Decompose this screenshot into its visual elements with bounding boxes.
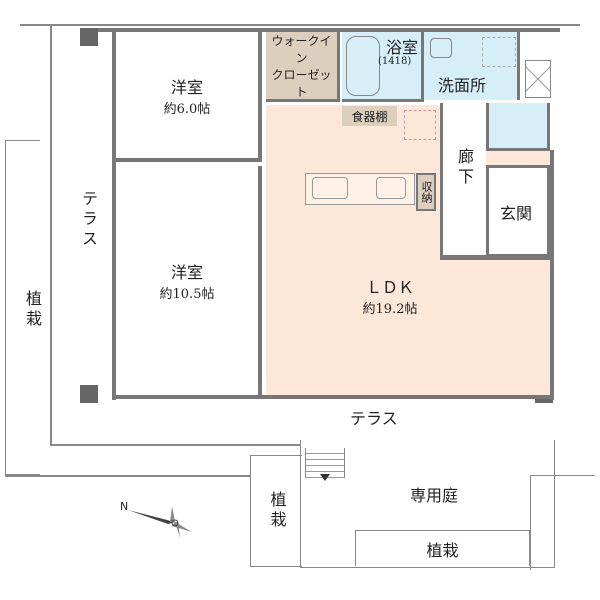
bathtub-icon xyxy=(346,36,380,96)
room-size: 約6.0帖 xyxy=(163,101,211,117)
outer-wall-right xyxy=(550,150,554,400)
room-size: 約10.5帖 xyxy=(159,287,215,302)
planting-left-label: 植栽 xyxy=(23,290,42,330)
garden-right-step xyxy=(530,475,595,570)
sink-icon xyxy=(312,177,348,199)
garden-label: 専用庭 xyxy=(410,486,459,505)
planting-bottom-boundary xyxy=(5,475,250,477)
room-name: ＬＤＫ xyxy=(365,277,414,297)
sink-icon xyxy=(430,38,452,58)
bath-size: (1418) xyxy=(378,56,412,67)
western-room-10-5: 洋室 約10.5帖 xyxy=(116,166,262,395)
outer-wall-bottom xyxy=(112,395,552,399)
hallway-label: 廊下 xyxy=(455,148,474,188)
bathroom: 浴室 (1418) xyxy=(342,32,424,102)
ldk-label: ＬＤＫ 約19.2帖 xyxy=(330,270,450,320)
stove-icon xyxy=(376,177,406,199)
pillar xyxy=(80,385,98,403)
compass-icon: N xyxy=(120,500,200,540)
outer-wall-left xyxy=(112,28,116,400)
outer-wall-top xyxy=(80,28,560,32)
closet-label: クローゼット xyxy=(271,67,332,99)
entrance xyxy=(486,165,550,257)
planting-bottom: 植栽 xyxy=(355,530,530,566)
cupboard: 食器棚 xyxy=(342,106,397,126)
hallway xyxy=(440,103,486,255)
room-name: 洋室 xyxy=(170,77,203,97)
washer-space-icon xyxy=(482,37,516,67)
garden-boundary xyxy=(300,440,555,568)
planting-left-boundary xyxy=(5,140,40,475)
closet-label: ウォークイン xyxy=(271,33,332,65)
washroom: 洗面所 xyxy=(424,32,520,100)
planting-label: 植栽 xyxy=(267,491,287,531)
toilet xyxy=(486,103,550,151)
fridge-space xyxy=(404,110,436,140)
planting-middle: 植栽 xyxy=(250,455,302,567)
room-name: 洗面所 xyxy=(438,76,487,95)
room-name: 洋室 xyxy=(170,263,203,282)
terrace-left-label: テラス xyxy=(79,190,98,250)
cupboard-label: 食器棚 xyxy=(351,109,388,124)
planting-label: 植栽 xyxy=(426,540,459,560)
western-room-6: 洋室 約6.0帖 xyxy=(116,32,262,162)
room-size: 約19.2帖 xyxy=(362,301,418,317)
pillar xyxy=(80,28,98,46)
bottom-terrace-boundary xyxy=(50,444,300,446)
storage: 収納 xyxy=(416,173,436,211)
room-name: 浴室 xyxy=(386,38,419,57)
window-box xyxy=(525,60,551,98)
kitchen-counter xyxy=(305,173,415,205)
step-arrow-icon xyxy=(320,474,330,481)
entrance-label: 玄関 xyxy=(500,204,533,223)
terrace-bottom-label: テラス xyxy=(350,409,398,428)
steps xyxy=(305,448,345,478)
ldk-corner-fill xyxy=(440,255,550,260)
site-boundary-top xyxy=(20,24,580,26)
terrace-left-boundary xyxy=(50,24,52,444)
compass-north-label: N xyxy=(120,500,129,513)
walk-in-closet: ウォークイン クローゼット xyxy=(266,32,340,102)
storage-label: 収納 xyxy=(420,181,433,203)
